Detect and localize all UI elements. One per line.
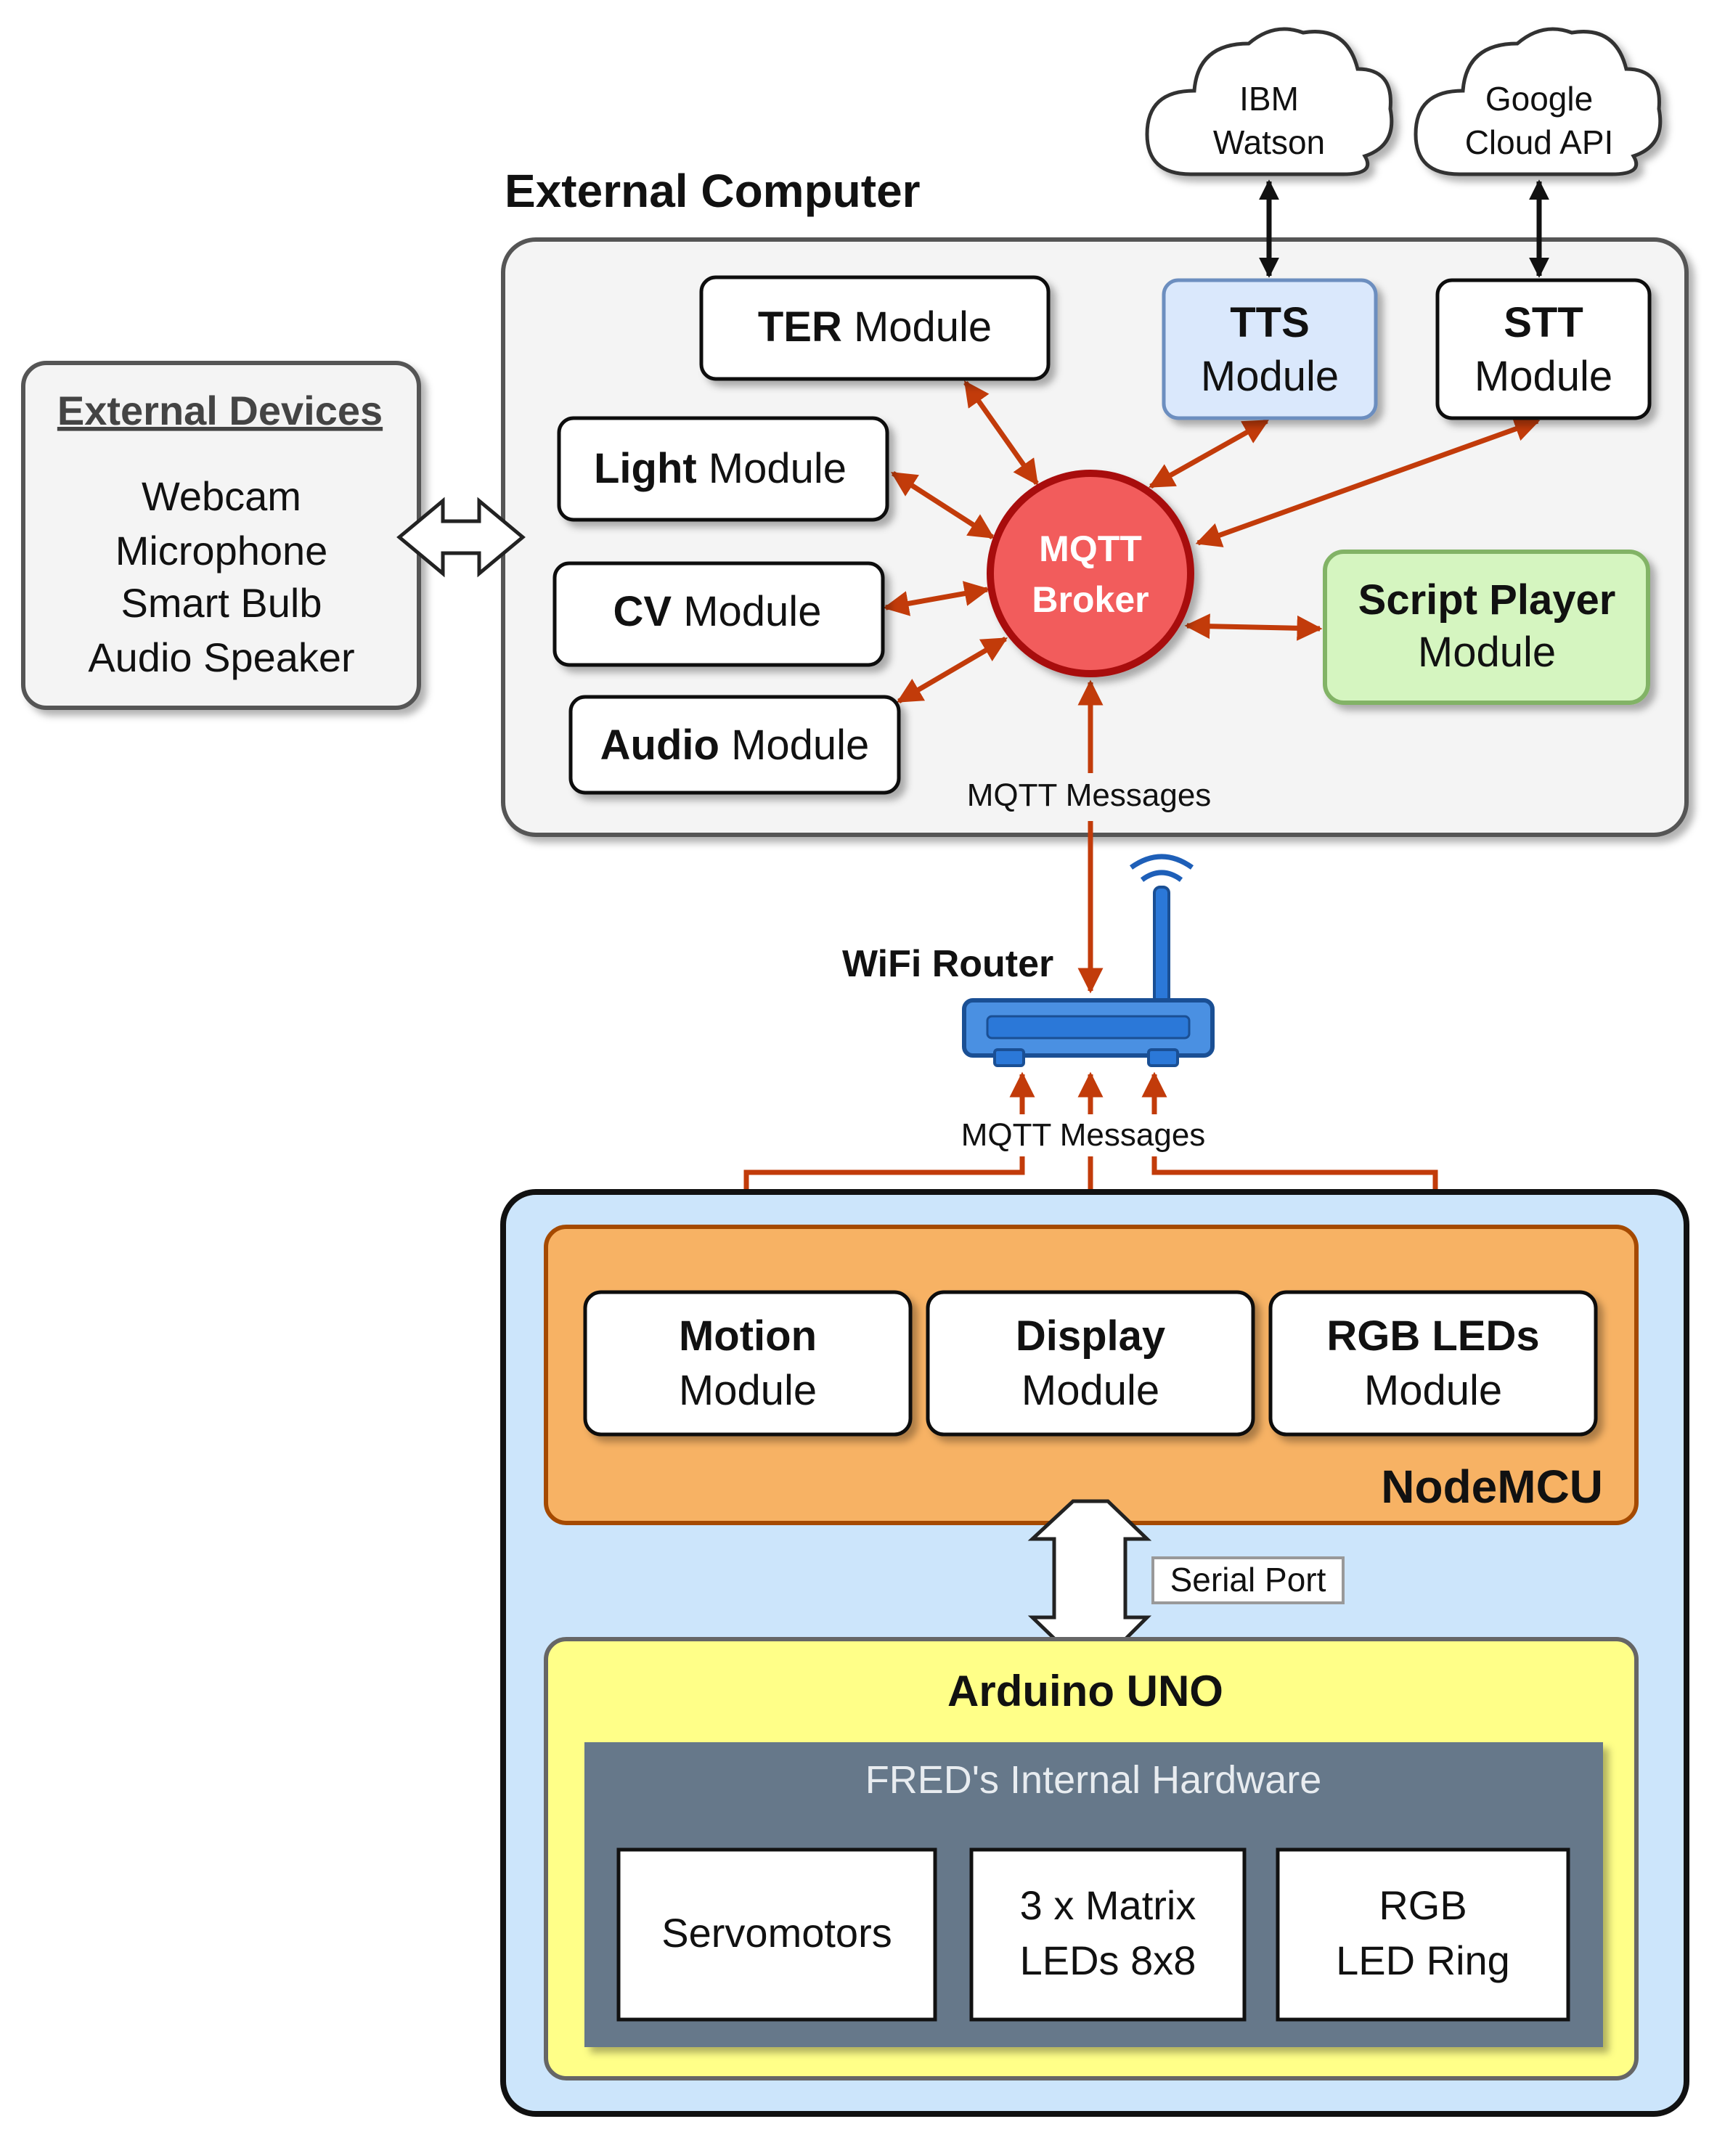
ter-module-rest: Module <box>842 303 992 351</box>
mqtt-messages-top-label: MQTT Messages <box>967 777 1212 813</box>
serial-port-label: Serial Port <box>1170 1561 1326 1598</box>
arduino-title: Arduino UNO <box>947 1667 1223 1715</box>
nodemcu-title: NodeMCU <box>1381 1461 1603 1513</box>
ibm-label-2: Watson <box>1213 123 1325 161</box>
external-devices-title: External Devices <box>57 388 383 433</box>
tts-module: TTS Module <box>1162 278 1378 420</box>
mqtt-messages-bottom-label: MQTT Messages <box>961 1117 1206 1153</box>
mqtt-label-bg-bottom <box>953 1114 1225 1156</box>
svg-text:CV Module: CV Module <box>613 588 822 635</box>
audio-module: Audio Module <box>568 695 901 795</box>
svg-text:Audio Module: Audio Module <box>600 722 870 769</box>
google-label-1: Google <box>1485 80 1593 118</box>
light-module-bold: Light <box>594 445 697 492</box>
mqtt-broker: MQTT Broker <box>987 470 1194 677</box>
router-icon <box>962 854 1215 1067</box>
google-label-2: Cloud API <box>1465 123 1614 161</box>
external-computer-title: External Computer <box>505 165 921 217</box>
rgb-leds-module-rest: Module <box>1364 1367 1502 1414</box>
rgb-leds-module-bold: RGB LEDs <box>1326 1312 1539 1360</box>
display-module: Display Module <box>926 1290 1255 1437</box>
motion-module-rest: Module <box>679 1367 817 1414</box>
device-webcam: Webcam <box>142 473 301 519</box>
motion-module-bold: Motion <box>679 1312 817 1360</box>
motion-module: Motion Module <box>583 1290 913 1437</box>
script-player-bold: Script Player <box>1358 576 1616 624</box>
cv-module-rest: Module <box>672 588 821 635</box>
mqtt-label-bg-top <box>958 773 1223 821</box>
svg-text:TER Module: TER Module <box>758 303 992 351</box>
tts-module-rest: Module <box>1201 353 1339 400</box>
matrix-leds-label-2: LEDs 8x8 <box>1020 1937 1196 1983</box>
led-ring-box: RGB LED Ring <box>1276 1847 1570 2022</box>
stt-module: STT Module <box>1435 278 1652 420</box>
svg-text:Light Module: Light Module <box>594 445 847 492</box>
servomotors-box: Servomotors <box>616 1847 937 2022</box>
google-cloud-api-cloud: Google Cloud API <box>1414 27 1663 176</box>
audio-module-bold: Audio <box>600 722 719 769</box>
cv-module: CV Module <box>552 561 885 667</box>
led-ring-label-2: LED Ring <box>1336 1937 1510 1983</box>
serial-port-label-box <box>1151 1556 1345 1604</box>
ibm-label-1: IBM <box>1239 80 1299 118</box>
stt-module-bold: STT <box>1504 299 1583 346</box>
device-audio-speaker: Audio Speaker <box>88 634 354 680</box>
cloud-connections <box>1259 179 1549 278</box>
devices-computer-double-arrow <box>396 497 526 578</box>
tts-module-bold: TTS <box>1230 299 1310 346</box>
light-module-rest: Module <box>697 445 847 492</box>
matrix-leds-box: 3 x Matrix LEDs 8x8 <box>969 1847 1247 2022</box>
stt-module-rest: Module <box>1475 353 1612 400</box>
internal-hardware-title: FRED's Internal Hardware <box>865 1758 1322 1802</box>
cv-module-bold: CV <box>613 588 672 635</box>
broker-label-2: Broker <box>1032 579 1149 620</box>
ibm-watson-cloud: IBM Watson <box>1145 27 1394 176</box>
script-player-rest: Module <box>1418 629 1556 676</box>
matrix-leds-label-1: 3 x Matrix <box>1020 1882 1196 1928</box>
wifi-router-label: WiFi Router <box>842 943 1053 985</box>
light-module: Light Module <box>557 416 889 522</box>
led-ring-label-1: RGB <box>1379 1882 1467 1928</box>
display-module-bold: Display <box>1016 1312 1165 1360</box>
device-microphone: Microphone <box>115 528 328 573</box>
ter-module: TER Module <box>699 275 1051 381</box>
servomotors-label: Servomotors <box>661 1910 892 1956</box>
broker-connections <box>883 380 1541 994</box>
audio-module-rest: Module <box>719 722 869 769</box>
rgb-leds-module: RGB LEDs Module <box>1268 1290 1598 1437</box>
ter-module-bold: TER <box>758 303 842 351</box>
display-module-rest: Module <box>1021 1367 1159 1414</box>
device-smart-bulb: Smart Bulb <box>121 580 322 626</box>
script-player-module: Script Player Module <box>1323 550 1650 705</box>
external-devices-box: External Devices Webcam Microphone Smart… <box>21 361 421 710</box>
broker-label-1: MQTT <box>1039 528 1142 569</box>
